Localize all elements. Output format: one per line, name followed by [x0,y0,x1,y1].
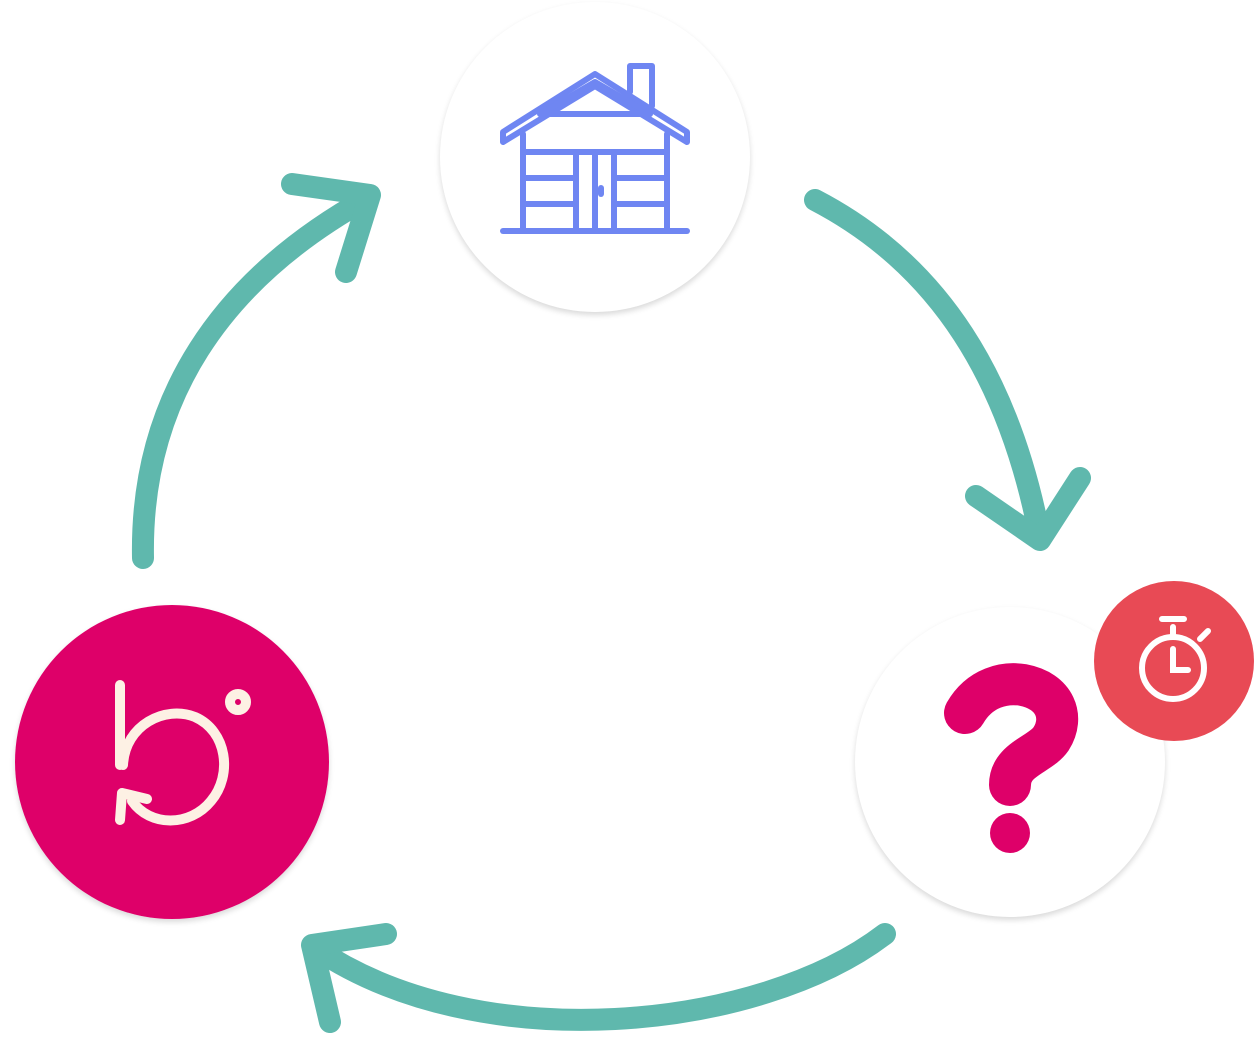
stopwatch-icon [1094,581,1254,741]
brand-logo-b-icon [15,605,329,919]
brand-logo-node [15,605,329,919]
timer-badge [1094,581,1254,741]
arrowhead-house-to-question [965,467,1091,551]
arrow-house-to-question [804,189,1051,549]
arrow-brand-to-house [131,187,379,569]
arrow-question-to-brand [304,923,896,1031]
house-node [440,2,750,312]
question-mark-icon [944,663,1079,853]
house-icon [500,63,690,234]
arrowhead-brand-to-house [281,173,381,283]
arrowhead-question-to-brand [301,923,397,1033]
